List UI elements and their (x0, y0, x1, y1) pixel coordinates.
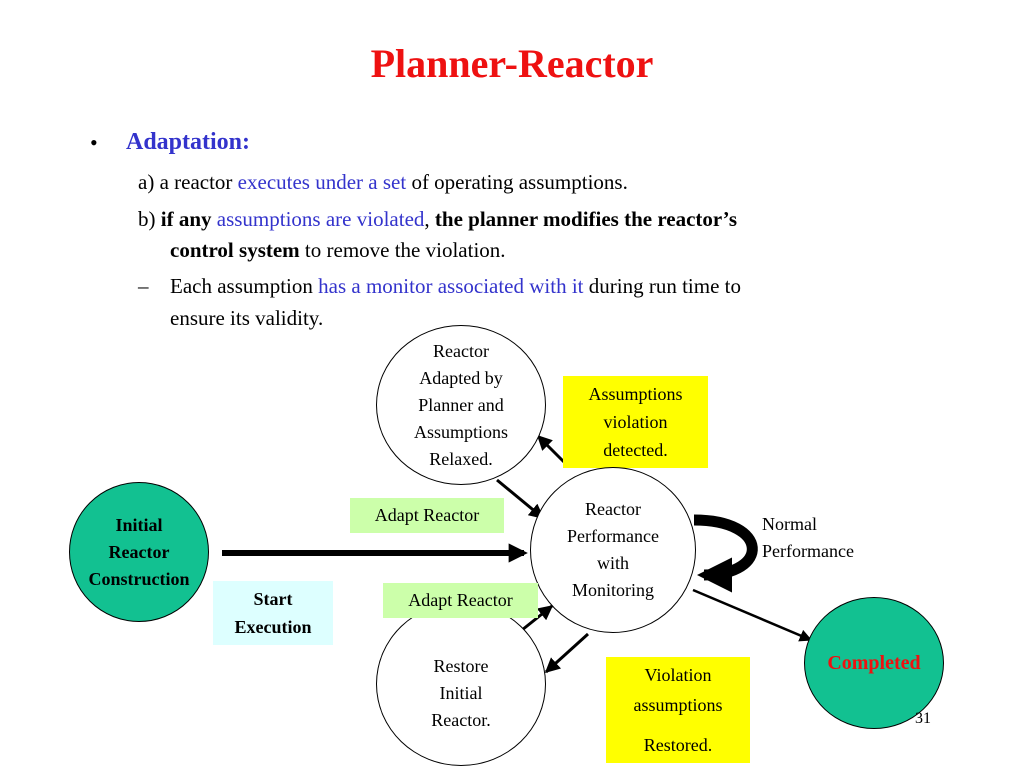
adapted-line-2: Adapted by (419, 367, 503, 388)
normal-line-1: Normal (762, 514, 817, 534)
normal-line-2: Performance (762, 541, 854, 561)
adapted-line-5: Relaxed. (429, 448, 493, 469)
line-b-prefix: b) (138, 207, 161, 231)
restore-line-2: Initial (439, 682, 483, 703)
start-execution-box: Start Execution (213, 581, 333, 645)
arrow-adapted-to-performance (496, 478, 545, 520)
line-a-prefix: a) a reactor (138, 170, 238, 194)
normal-performance-label: Normal Performance (762, 511, 854, 565)
line-c-blue: has a monitor associated with it (318, 274, 584, 298)
initial-reactor-node: Initial Reactor Construction (69, 482, 209, 622)
initial-line-2: Reactor (108, 541, 170, 562)
assumptions-violation-box: Assumptions violation detected. (563, 376, 708, 468)
line-c-continued: ensure its validity. (170, 306, 324, 330)
performance-line-3: with (596, 553, 629, 573)
completed-node: Completed (804, 597, 944, 729)
slide-title: Planner-Reactor (370, 41, 654, 86)
line-c-suffix: during run time to (583, 274, 741, 298)
normal-performance-loop (693, 514, 758, 593)
violation-line-3: detected. (603, 440, 668, 460)
line-a: a) a reactor executes under a set of ope… (138, 166, 628, 198)
restore-initial-node: Restore Initial Reactor. (376, 602, 546, 766)
line-b-bold2: the planner modifies the reactor’s (434, 207, 738, 231)
line-c: Each assumption has a monitor associated… (170, 270, 741, 302)
line-a-blue: executes under a set (237, 170, 407, 194)
adapted-line-4: Assumptions (413, 421, 509, 442)
restore-line-3: Reactor. (431, 709, 491, 730)
restored-line-3: Restored. (643, 735, 713, 755)
arrow-performance-to-restore (544, 632, 590, 674)
violation-restored-box: Violation assumptions Restored. (606, 657, 750, 763)
initial-line-1: Initial (115, 514, 163, 535)
start-execution-line-2: Execution (234, 617, 312, 637)
completed-label: Completed (827, 651, 921, 674)
bullet-heading: Adaptation: (126, 129, 251, 155)
line-c-prefix: Each assumption (170, 274, 319, 298)
adapted-line-3: Planner and (418, 394, 504, 415)
arrow-restore-to-performance (521, 604, 554, 632)
restored-line-1: Violation (644, 665, 712, 685)
reactor-performance-node: Reactor Performance with Monitoring (530, 467, 696, 633)
performance-line-1: Reactor (585, 499, 641, 519)
arrow-performance-to-completed (692, 588, 813, 642)
restored-line-2: assumptions (633, 695, 723, 715)
page-number: 31 (915, 710, 931, 727)
initial-line-3: Construction (88, 568, 190, 589)
performance-line-4: Monitoring (571, 580, 654, 600)
reactor-adapted-node: Reactor Adapted by Planner and Assumptio… (376, 325, 546, 485)
adapt-reactor-bottom-box: Adapt Reactor (383, 583, 538, 618)
line-b-suffix: to remove the violation. (299, 238, 506, 262)
line-b: b) if any assumptions are violated, the … (138, 203, 737, 235)
restore-line-1: Restore (433, 655, 489, 676)
violation-line-2: violation (603, 412, 668, 432)
violation-line-1: Assumptions (588, 384, 683, 404)
start-execution-line-1: Start (253, 589, 293, 609)
line-b-blue: assumptions are violated (211, 207, 425, 231)
line-b-bold1: if any (160, 207, 212, 231)
line-b-comma: , (424, 207, 435, 231)
line-a-suffix: of operating assumptions. (406, 170, 628, 194)
adapt-reactor-top-box: Adapt Reactor (350, 498, 504, 533)
line-b-bold3: control system (170, 238, 300, 262)
bullet-marker: • (90, 130, 98, 155)
performance-line-2: Performance (567, 526, 659, 546)
adapted-line-1: Reactor (433, 340, 489, 361)
line-c-dash: – (138, 274, 149, 298)
line-b-continued: control system to remove the violation. (170, 234, 506, 266)
